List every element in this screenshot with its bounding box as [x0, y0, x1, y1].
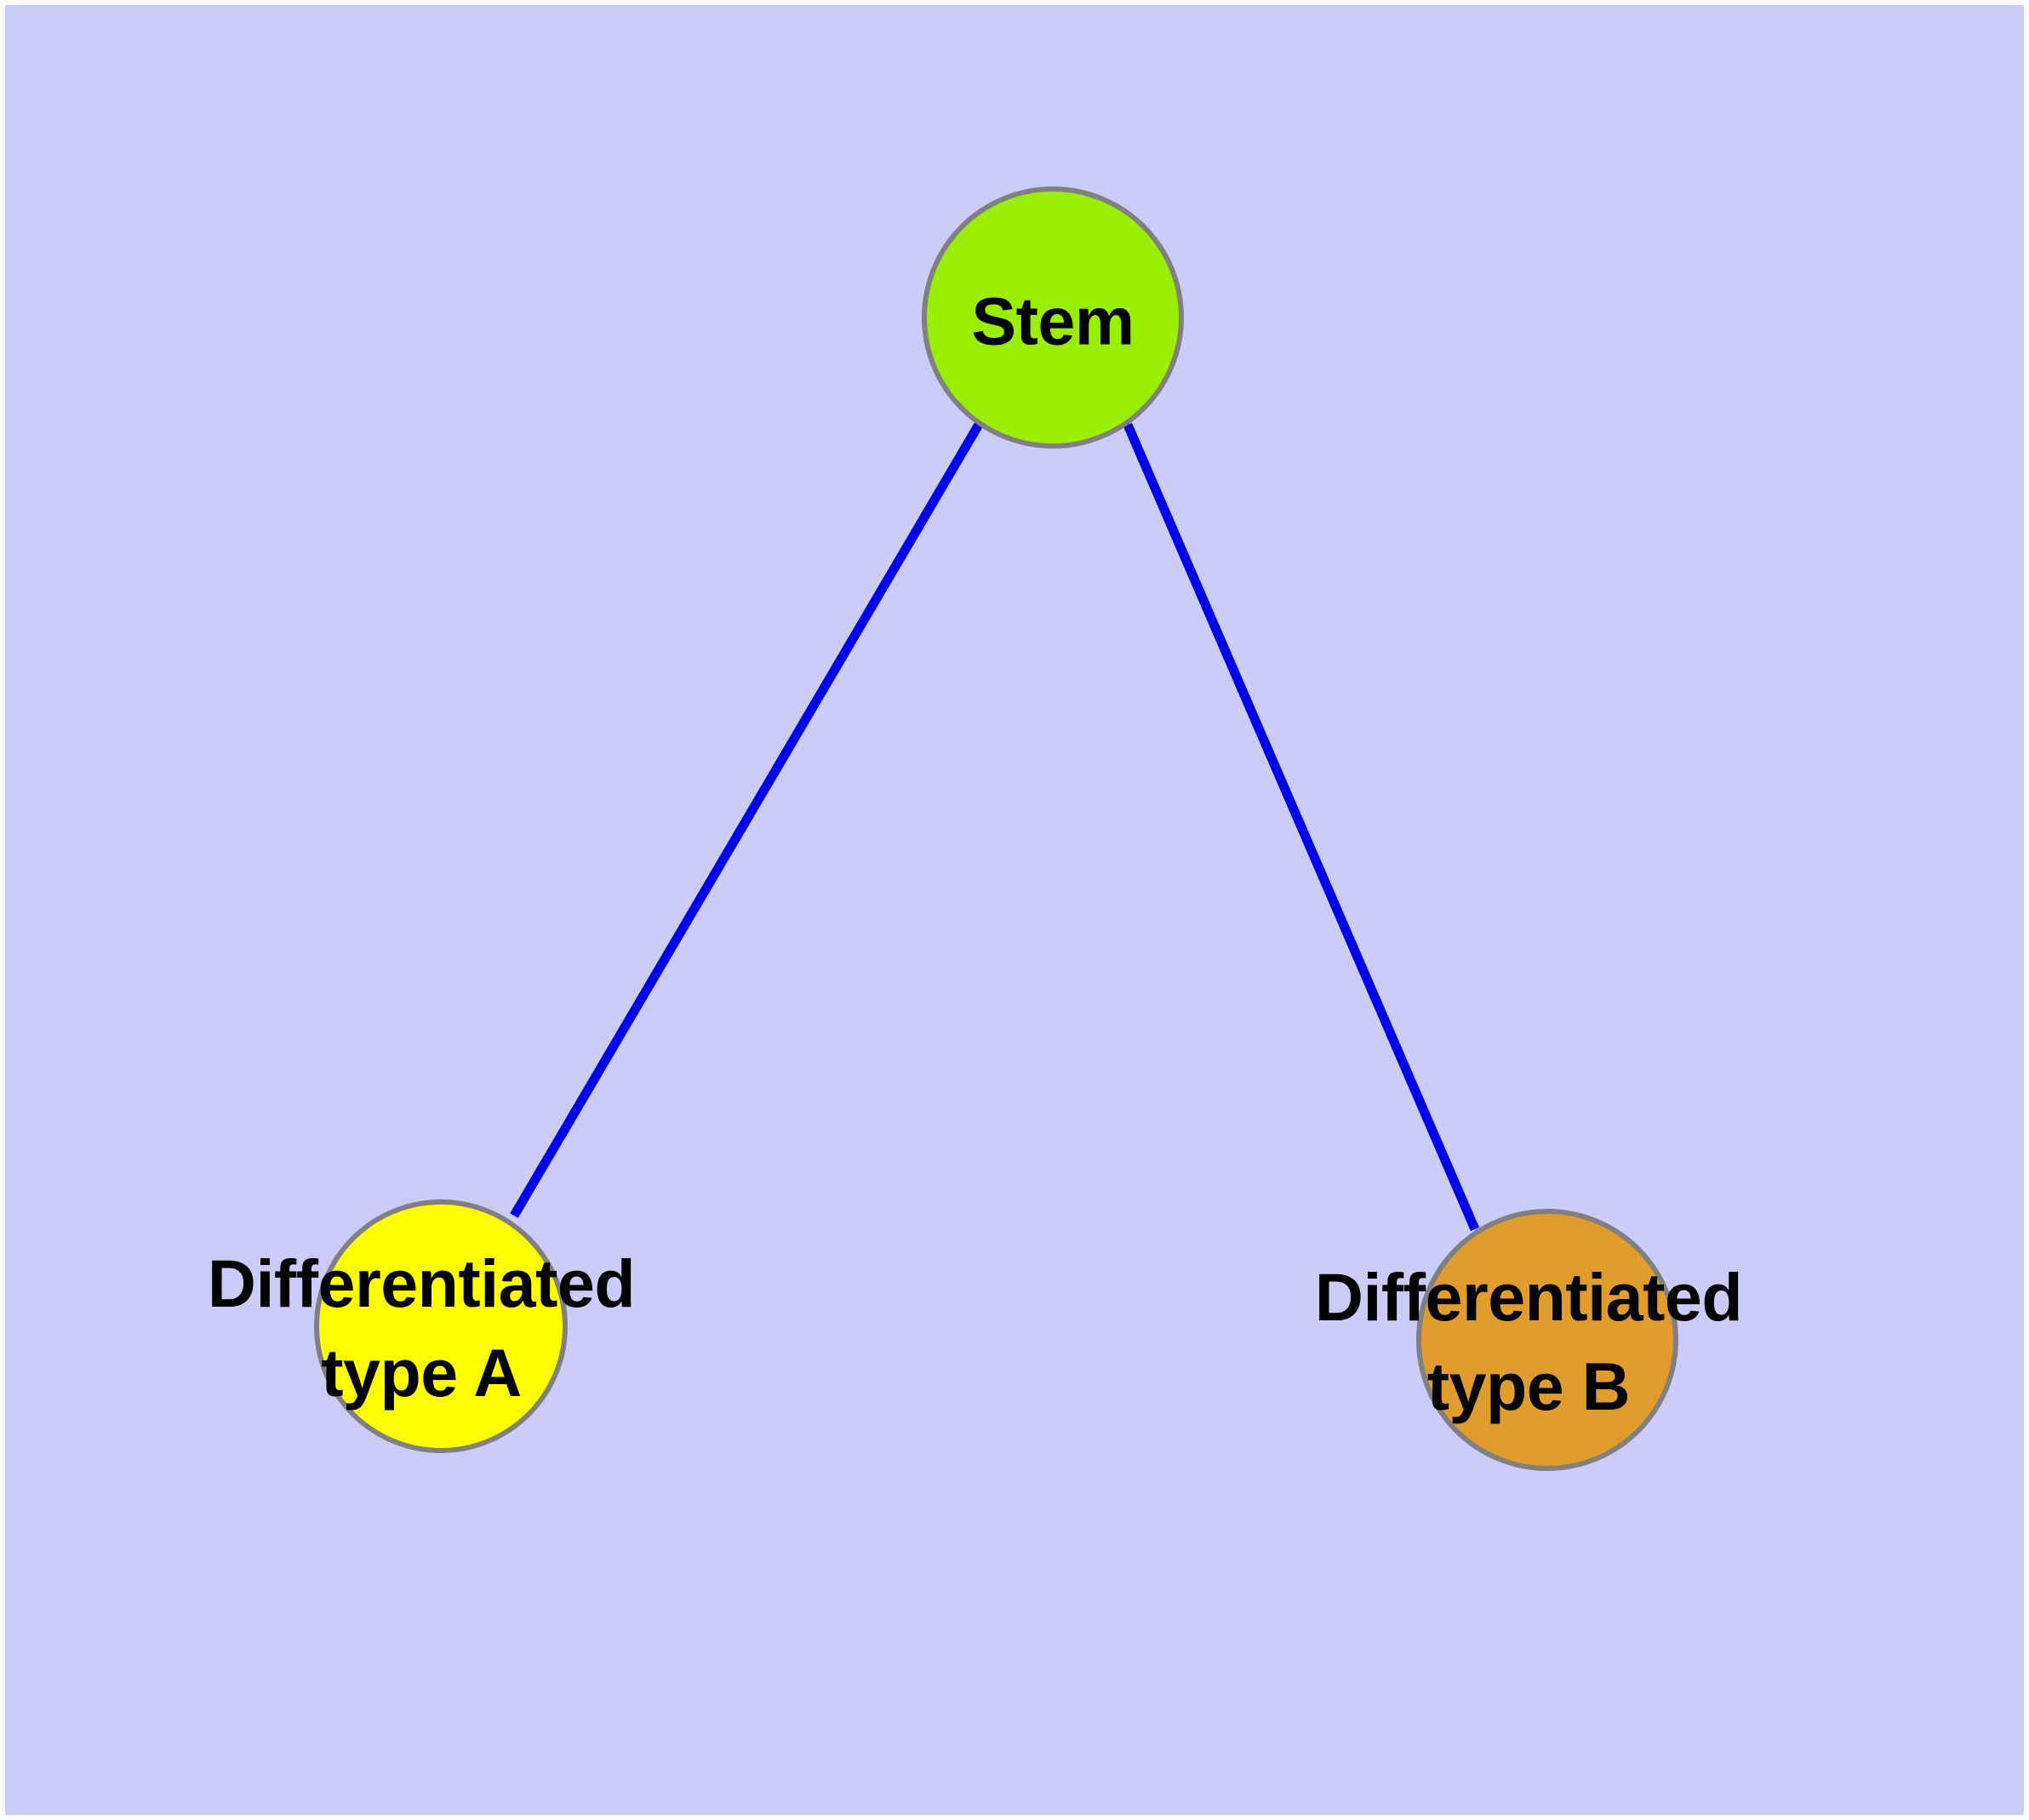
edges-layer	[510, 421, 1480, 1232]
graph-node-diff-a[interactable]	[314, 1199, 568, 1453]
graph-edge-stem-to-diff-b[interactable]	[1123, 422, 1480, 1232]
nodes-layer	[314, 186, 1678, 1471]
graph-edge-stem-to-diff-a[interactable]	[510, 421, 984, 1218]
graph-node-stem[interactable]	[922, 186, 1184, 449]
graph-node-diff-b[interactable]	[1416, 1209, 1678, 1471]
